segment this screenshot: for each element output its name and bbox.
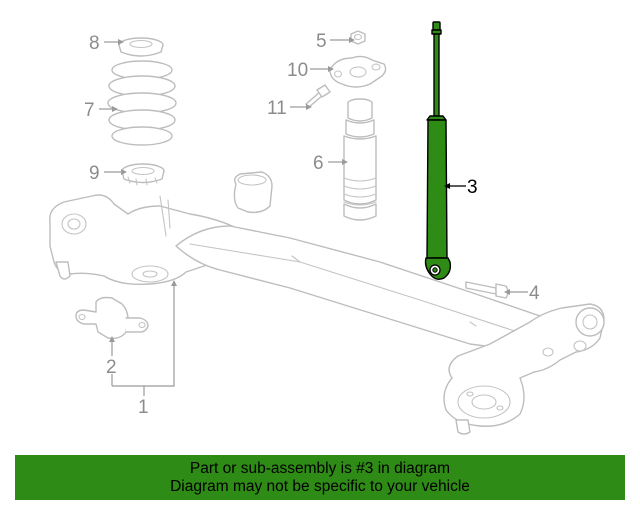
info-banner: Part or sub-assembly is #3 in diagram Di… [15,455,625,500]
axle-bushing [75,296,149,340]
nut [350,30,366,45]
callout-9: 9 [89,163,100,184]
callout-11: 11 [267,98,287,119]
callout-3: 3 [467,177,478,198]
upper-mount [329,55,387,88]
callout-8: 8 [89,33,100,54]
rear-axle-beam [49,171,605,435]
callout-10: 10 [287,60,308,81]
callout-6: 6 [313,153,324,174]
banner-line-1: Part or sub-assembly is #3 in diagram [189,460,451,477]
arrowheads [109,37,510,342]
shock-absorber [424,21,452,281]
banner-line-2: Diagram may not be specific to your vehi… [170,478,470,495]
spring-lower-insulator [121,163,165,186]
callout-1: 1 [138,397,149,418]
parts-diagram: 8 7 9 5 10 11 6 3 4 2 1 [49,21,605,435]
bump-stop-boot [343,98,377,221]
callout-7: 7 [84,100,95,121]
callout-2: 2 [106,357,117,378]
coil-spring [107,60,177,146]
callout-5: 5 [316,31,327,52]
mount-bolt [305,84,331,108]
leader-lines [99,39,528,396]
callout-4: 4 [529,283,540,304]
spring-upper-seat [118,37,164,57]
shock-bolt [465,281,509,299]
